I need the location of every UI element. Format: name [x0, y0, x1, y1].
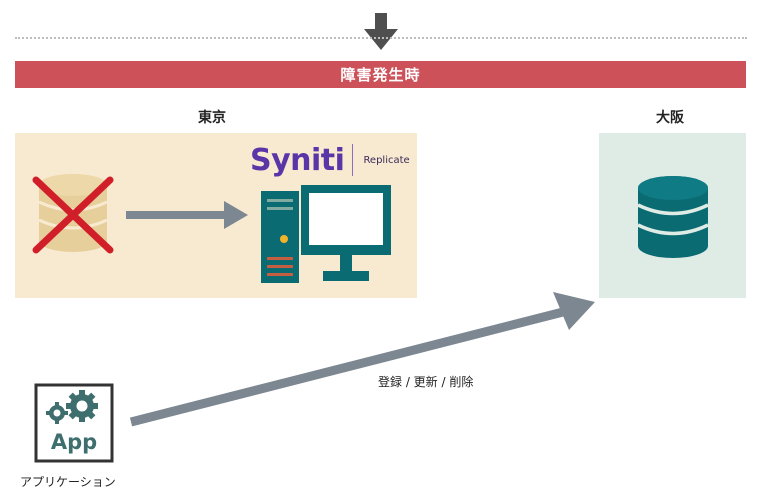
cross-icon	[32, 176, 114, 254]
app-caption: アプリケーション	[20, 475, 116, 489]
syniti-product: Replicate	[363, 154, 410, 166]
failure-banner: 障害発生時	[15, 61, 746, 88]
operations-label: 登録 / 更新 / 削除	[378, 375, 474, 389]
replication-arrow	[126, 201, 248, 229]
banner-label: 障害発生時	[340, 66, 421, 84]
computer-icon	[261, 185, 391, 283]
region-label-osaka: 大阪	[656, 110, 684, 126]
database-icon	[637, 176, 709, 258]
app-gear-icon: App	[34, 383, 114, 463]
app-icon-text: App	[51, 430, 97, 454]
region-label-tokyo: 東京	[198, 110, 226, 126]
arrow-down-icon	[364, 13, 398, 50]
syniti-logo: Syniti Replicate	[250, 142, 410, 178]
app-write-arrow	[129, 292, 595, 427]
divider	[15, 37, 747, 39]
syniti-brand: Syniti	[250, 142, 345, 178]
logo-separator	[352, 144, 354, 176]
